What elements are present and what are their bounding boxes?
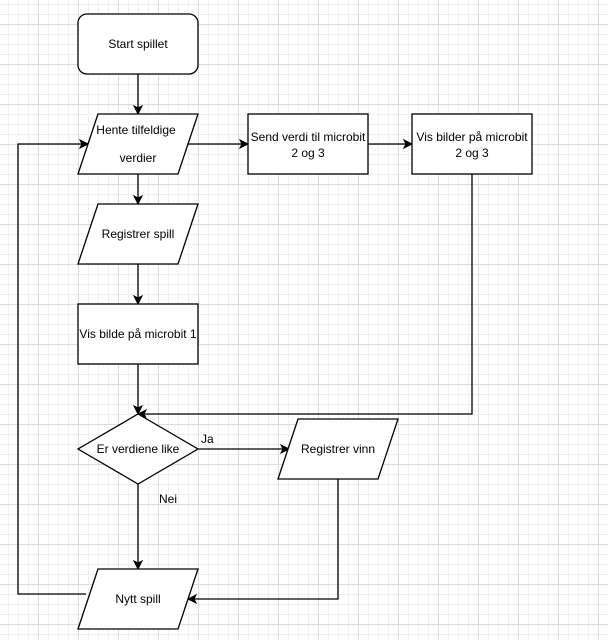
start-terminator[interactable] — [77, 13, 199, 75]
arrowhead-icon — [132, 104, 144, 116]
node-registrer-spill[interactable]: Registrer spill — [77, 203, 199, 265]
hente-parallelogram[interactable] — [77, 113, 199, 175]
registrer-vinn-label: Registrer vinn — [301, 442, 375, 456]
send-label-line2: 2 og 3 — [291, 146, 325, 160]
decision-diamond[interactable] — [76, 413, 200, 485]
arrowhead-icon — [186, 593, 198, 605]
hente-label-line1: Hente tilfeldige — [96, 123, 176, 137]
decision-label: Er verdiene like — [97, 442, 180, 456]
edges — [17, 74, 473, 605]
node-hente[interactable]: Hente tilfeldige verdier — [77, 113, 199, 175]
node-nytt-spill[interactable]: Nytt spill — [77, 568, 199, 630]
arrowhead-icon — [132, 294, 144, 306]
edge-label-yes: Ja — [201, 432, 214, 446]
start-label: Start spillet — [108, 37, 168, 51]
vis23-process[interactable] — [411, 113, 533, 175]
hente-label-line2: verdier — [120, 151, 157, 165]
arrowhead-icon — [402, 138, 414, 150]
edge-label-no: Nei — [159, 492, 177, 506]
arrowhead-icon — [78, 138, 90, 150]
vis1-label: Vis bilde på microbit 1 — [79, 327, 196, 341]
edge-registrer-vinn-to-nytt-spill[interactable] — [194, 479, 339, 600]
arrowhead-icon — [238, 138, 250, 150]
arrowhead-icon — [132, 559, 144, 571]
node-send[interactable]: Send verdi til microbit 2 og 3 — [247, 113, 369, 175]
edge-vis23-to-decision[interactable] — [144, 174, 473, 415]
node-vis23[interactable]: Vis bilder på microbit 2 og 3 — [411, 113, 533, 175]
node-decision[interactable]: Er verdiene like — [76, 413, 200, 485]
node-vis1[interactable]: Vis bilde på microbit 1 — [77, 303, 199, 365]
registrer-spill-parallelogram[interactable] — [77, 203, 199, 265]
arrowhead-icon — [279, 443, 291, 455]
registrer-vinn-parallelogram[interactable] — [277, 418, 399, 480]
send-process[interactable] — [247, 113, 369, 175]
nytt-spill-parallelogram[interactable] — [77, 568, 199, 630]
node-registrer-vinn[interactable]: Registrer vinn — [277, 418, 399, 480]
registrer-spill-label: Registrer spill — [102, 227, 175, 241]
edge-nytt-spill-to-hente[interactable] — [17, 143, 86, 595]
arrowhead-icon — [132, 194, 144, 206]
arrowhead-icon — [132, 404, 144, 416]
send-label-line1: Send verdi til microbit — [251, 130, 366, 144]
node-start[interactable]: Start spillet — [77, 13, 199, 75]
vis23-label-line2: 2 og 3 — [455, 146, 489, 160]
vis1-process[interactable] — [77, 303, 199, 365]
nytt-spill-label: Nytt spill — [115, 592, 160, 606]
vis23-label-line1: Vis bilder på microbit — [416, 130, 528, 144]
